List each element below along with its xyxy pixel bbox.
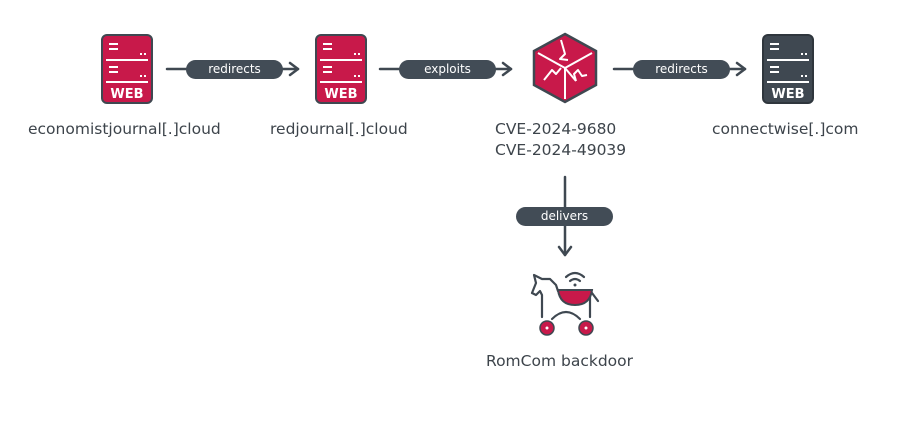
edge-label-exploits: exploits (399, 60, 496, 79)
node-label-cve-1: CVE-2024-9680 (495, 120, 617, 138)
svg-text:WEB: WEB (324, 87, 357, 102)
arrowhead-4 (557, 245, 573, 257)
web-server-icon: WEB (762, 34, 814, 104)
edge-label-redirects-1: redirects (186, 60, 283, 79)
arrowhead-3 (735, 61, 747, 77)
arrowhead-1 (288, 61, 300, 77)
edge-label-redirects-2: redirects (633, 60, 730, 79)
svg-text:WEB: WEB (110, 87, 143, 102)
broken-cube-icon (532, 32, 598, 104)
trojan-horse-icon (530, 271, 600, 336)
arrowhead-2 (501, 61, 513, 77)
node-label-economistjournal: economistjournal[.]cloud (28, 120, 221, 138)
node-label-redjournal: redjournal[.]cloud (270, 120, 408, 138)
web-server-icon: WEB (101, 34, 153, 104)
edge-label-delivers: delivers (516, 207, 613, 226)
node-label-connectwise: connectwise[.]com (712, 120, 859, 138)
svg-text:WEB: WEB (771, 87, 804, 102)
node-label-cve-2: CVE-2024-49039 (495, 141, 627, 159)
web-server-icon: WEB (315, 34, 367, 104)
node-label-romcom: RomCom backdoor (486, 352, 634, 370)
